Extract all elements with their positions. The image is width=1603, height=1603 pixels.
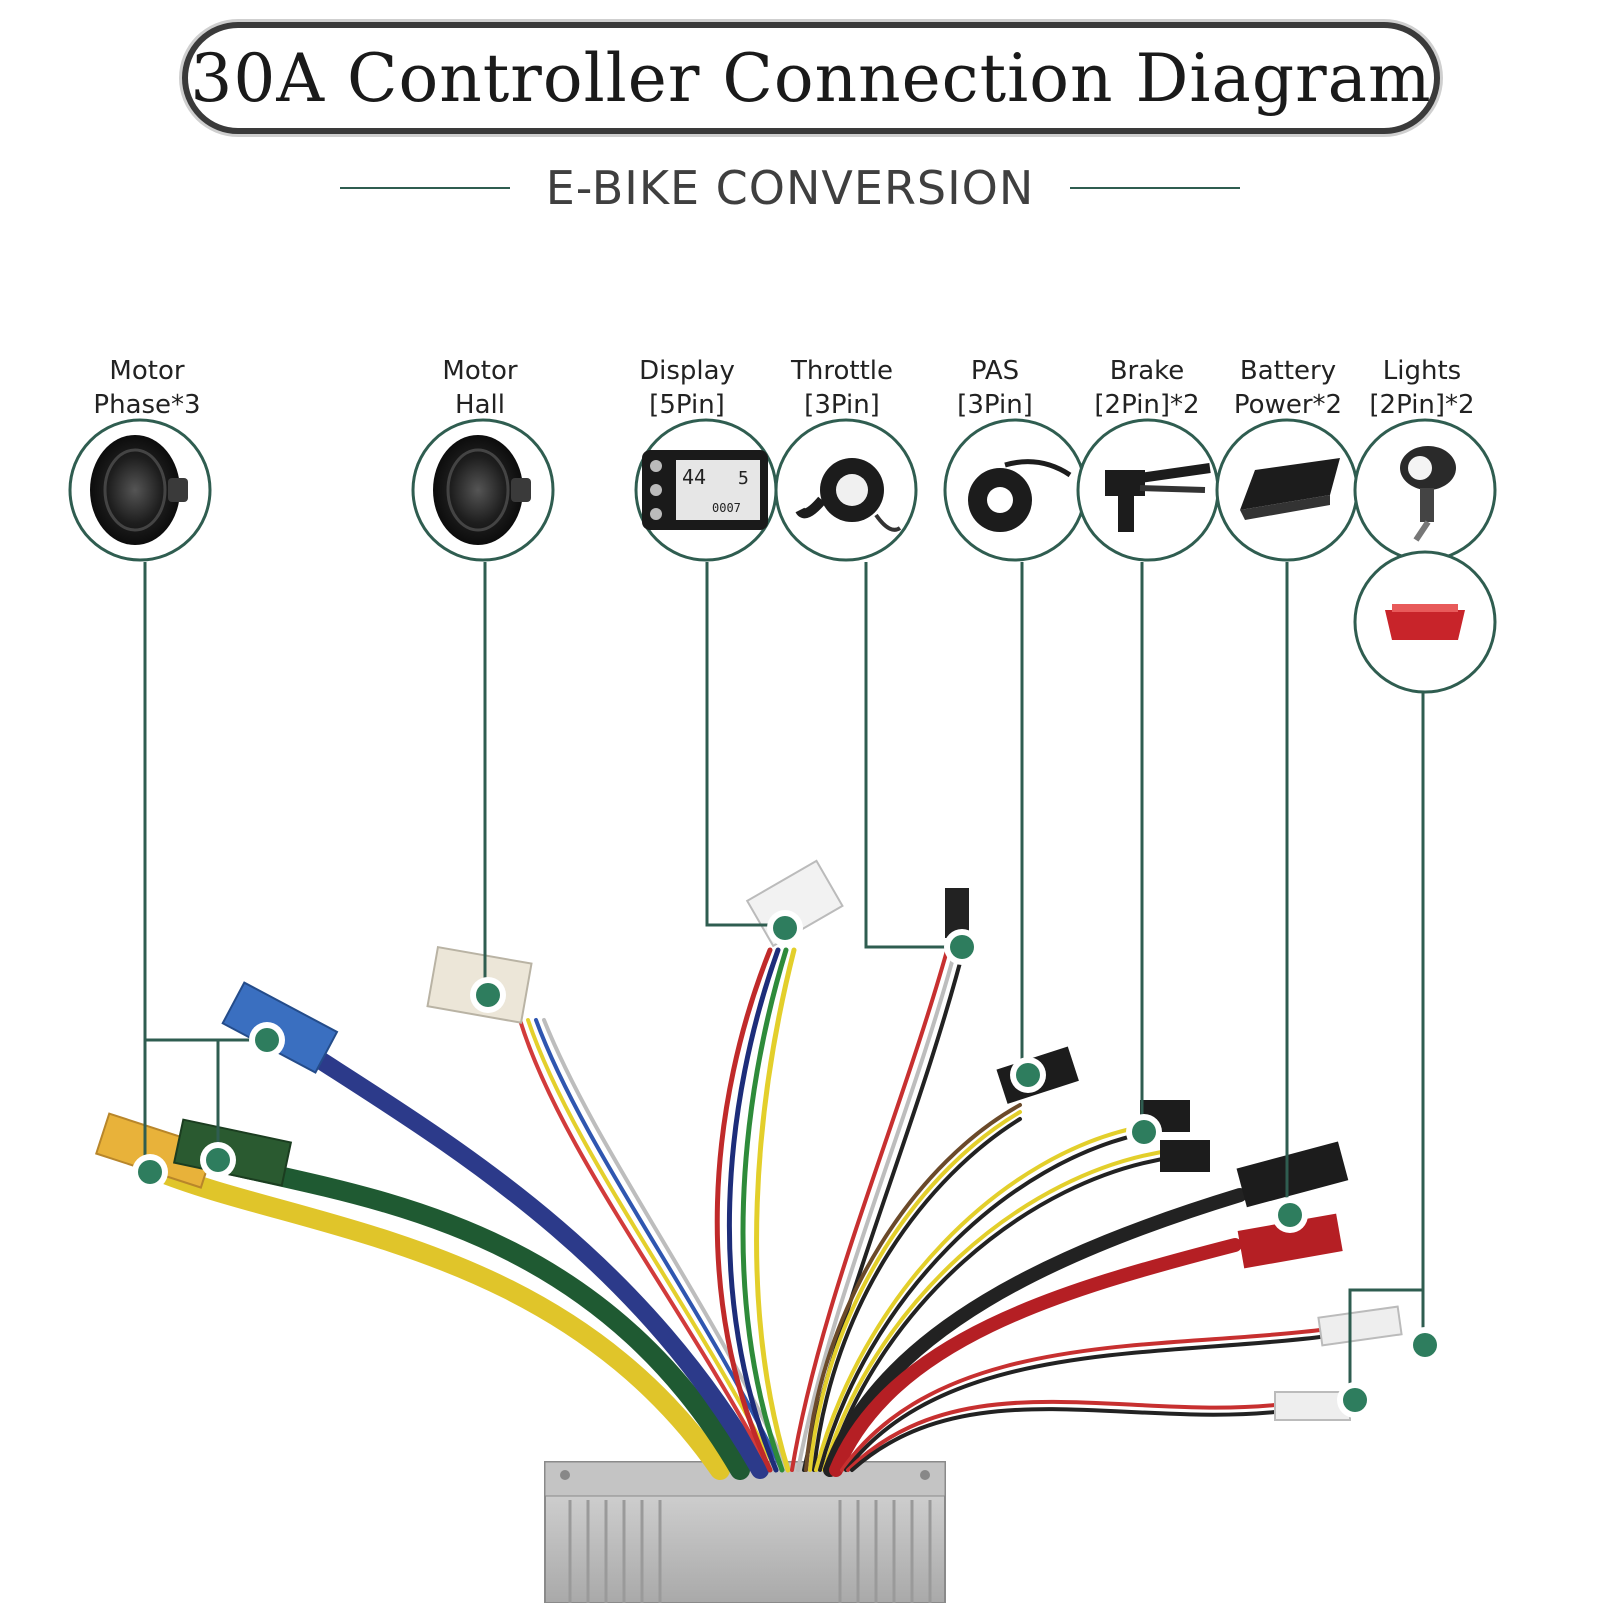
label-line: [2Pin]*2: [1094, 390, 1200, 420]
marker-lights-1: [1407, 1327, 1443, 1363]
wire-throttle: [790, 938, 952, 1472]
headlight-icon: [1353, 418, 1497, 562]
wire-hall: [534, 1018, 784, 1472]
label-line: PAS: [970, 356, 1020, 386]
display-level: 5: [738, 468, 749, 489]
wire-phase-green: [220, 1155, 750, 1480]
label-line: [5Pin]: [649, 390, 725, 420]
marker-brake: [1126, 1114, 1162, 1150]
wire-battery-black: [823, 1188, 1247, 1477]
connector-battery-black: [1236, 1141, 1349, 1208]
wire-pas: [804, 1103, 1022, 1472]
label-display: Display [5Pin]: [612, 354, 762, 422]
wire-lights: [850, 1407, 1277, 1472]
leader-throttle: [864, 562, 960, 949]
wire-brake: [826, 1155, 1177, 1472]
wire-throttle: [796, 938, 960, 1472]
wire-lights: [844, 1335, 1322, 1472]
subtitle-rule-left: [340, 187, 510, 189]
label-line: Brake: [1109, 356, 1185, 386]
wire-hall: [518, 1018, 772, 1472]
hub-motor-icon: [68, 418, 212, 562]
label-line: [3Pin]: [957, 390, 1033, 420]
wire-phase-yellow: [145, 1160, 730, 1480]
component-icons: 44 5 0007: [68, 418, 1497, 694]
label-line: Motor: [442, 356, 518, 386]
wire-phase-blue: [311, 1051, 769, 1479]
label-brake: Brake [2Pin]*2: [1072, 354, 1222, 422]
connector-battery-red: [1237, 1213, 1343, 1269]
label-throttle: Throttle [3Pin]: [767, 354, 917, 422]
lcd-display-icon: 44 5 0007: [634, 418, 778, 562]
marker-throttle: [944, 929, 980, 965]
label-pas: PAS [3Pin]: [920, 354, 1070, 422]
wire-brake: [814, 1123, 1152, 1472]
marker-display: [767, 910, 803, 946]
brake-lever-icon: [1076, 418, 1220, 562]
label-line: Motor: [109, 356, 185, 386]
marker-dots: [132, 910, 1443, 1418]
label-line: Display: [639, 356, 735, 386]
label-line: Phase*3: [93, 390, 201, 420]
wire-brake: [818, 1130, 1152, 1472]
pas-sensor-icon: [943, 418, 1087, 562]
leader-lines: [143, 562, 1425, 1395]
wire-pas: [812, 1117, 1022, 1472]
wire-battery-red: [829, 1238, 1242, 1477]
wire-lights: [840, 1328, 1322, 1472]
display-speed: 44: [682, 465, 706, 489]
marker-battery: [1272, 1197, 1308, 1233]
label-line: Battery: [1239, 356, 1337, 386]
wire-hall: [526, 1018, 778, 1472]
wire-brake: [822, 1148, 1177, 1472]
marker-motor-phase-1: [132, 1154, 168, 1190]
subtitle: E-BIKE CONVERSION: [545, 161, 1035, 215]
marker-motor-hall: [470, 977, 506, 1013]
wire-display: [740, 947, 789, 1473]
subtitle-row: E-BIKE CONVERSION: [340, 158, 1240, 218]
label-battery: Battery Power*2: [1213, 354, 1363, 422]
label-lights: Lights [2Pin]*2: [1347, 354, 1497, 422]
leader-display: [705, 562, 785, 927]
label-motor-hall: Motor Hall: [405, 354, 555, 422]
hub-motor-icon: [411, 418, 555, 562]
label-line: Hall: [455, 390, 505, 420]
wire-display: [726, 947, 781, 1473]
leader-lights: [1348, 692, 1425, 1395]
battery-pack-icon: [1215, 418, 1359, 562]
page-title: 30A Controller Connection Diagram: [190, 39, 1432, 117]
label-line: Power*2: [1233, 390, 1343, 420]
label-line: [2Pin]*2: [1369, 390, 1475, 420]
wire-pas: [808, 1110, 1022, 1472]
controller-box: [544, 1461, 946, 1603]
marker-motor-phase-2: [200, 1142, 236, 1178]
wire-bundle: [145, 938, 1322, 1480]
wire-display: [754, 947, 797, 1473]
label-line: Lights: [1382, 356, 1462, 386]
marker-pas: [1010, 1057, 1046, 1093]
wire-lights: [846, 1399, 1277, 1472]
thumb-throttle-icon: [774, 418, 918, 562]
wire-display: [714, 947, 773, 1473]
marker-lights-2: [1337, 1382, 1373, 1418]
label-motor-phase: Motor Phase*3: [72, 354, 222, 422]
tail-light-icon: [1353, 550, 1497, 694]
marker-motor-phase-3: [249, 1022, 285, 1058]
label-line: Throttle: [791, 356, 893, 386]
subtitle-rule-right: [1070, 187, 1240, 189]
title-badge: 30A Controller Connection Diagram: [182, 22, 1440, 134]
label-line: [3Pin]: [804, 390, 880, 420]
display-odo: 0007: [712, 501, 741, 515]
